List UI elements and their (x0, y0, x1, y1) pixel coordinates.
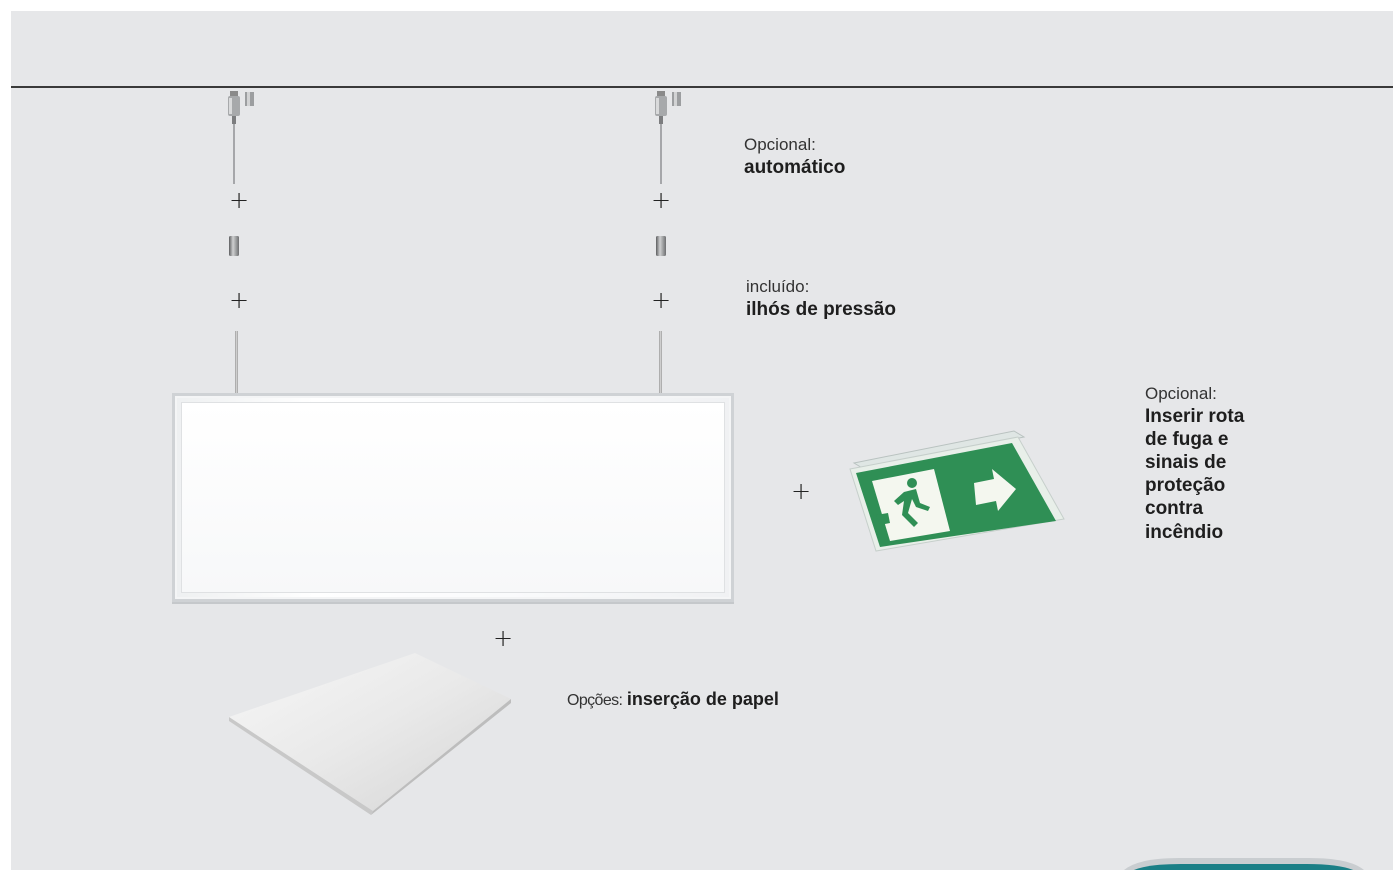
brand-logo-fragment (1119, 856, 1369, 870)
paper-insert-icon (225, 651, 525, 816)
label-insert-line: Inserir rota (1145, 405, 1245, 427)
plus-sign: + (651, 186, 672, 214)
ceiling-line (11, 86, 1393, 88)
cable-suspension-left-icon (221, 89, 261, 209)
sign-frame-panel (172, 393, 734, 602)
label-eyelet-big: ilhós de pressão (746, 298, 896, 320)
label-paper-small: Opções: (567, 692, 623, 709)
label-insert-line: incêndio (1145, 521, 1224, 543)
label-automatic-big: automático (744, 156, 846, 178)
suspension-rod-right (659, 331, 662, 395)
press-eyelet-left-icon (228, 235, 240, 257)
press-eyelet-right-icon (655, 235, 667, 257)
label-eyelet: incluído: ilhós de pressão (746, 277, 896, 321)
label-insert: Opcional: Inserir rota de fuga e sinais … (1145, 384, 1244, 544)
suspension-rod-left (235, 331, 238, 395)
plus-sign: + (229, 186, 250, 214)
label-insert-small: Opcional: (1145, 384, 1217, 403)
label-automatic-small: Opcional: (744, 135, 816, 154)
plus-sign: + (493, 624, 514, 652)
cable-suspension-right-icon (648, 89, 688, 209)
label-insert-line: contra (1145, 498, 1204, 520)
plus-sign: + (229, 286, 250, 314)
label-automatic: Opcional: automático (744, 135, 845, 179)
product-diagram-canvas: + + + (11, 11, 1393, 870)
label-insert-line: sinais de (1145, 452, 1227, 474)
label-paper-big: inserção de papel (626, 689, 779, 709)
sign-frame-inner (181, 402, 725, 593)
label-insert-line: de fuga e (1145, 428, 1229, 450)
label-paper: Opções: inserção de papel (567, 689, 779, 710)
label-insert-line: proteção (1145, 475, 1226, 497)
label-eyelet-small: incluído: (746, 277, 810, 296)
plus-sign: + (651, 286, 672, 314)
exit-sign-icon (846, 423, 1066, 563)
plus-sign: + (791, 477, 812, 505)
